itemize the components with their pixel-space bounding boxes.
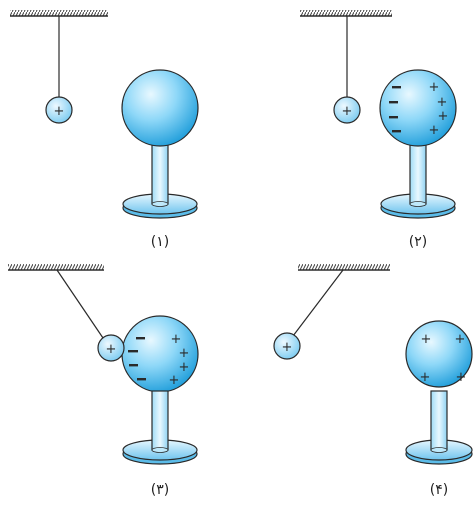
negative-charge — [137, 378, 146, 381]
induced-positive-charges: + + + + — [429, 80, 449, 138]
panel-1: + (۱) — [10, 10, 199, 250]
panel-caption: (۱) — [151, 234, 169, 250]
positive-charge: + — [171, 332, 182, 347]
surface-positive-charges: + + + + — [420, 332, 467, 385]
panel-3: + + + + + (۳) — [8, 264, 199, 498]
induced-negative-charges — [128, 337, 146, 381]
positive-charge: + — [437, 95, 448, 110]
pendulum-ball: + — [273, 332, 301, 360]
pendulum-string — [292, 269, 344, 337]
conductor-sphere — [405, 320, 473, 388]
pendulum-ball: + — [97, 334, 125, 362]
induced-negative-charges — [389, 86, 401, 133]
positive-charge: + — [455, 332, 466, 347]
pendulum-charge-sign: + — [282, 340, 293, 355]
negative-charge — [128, 350, 138, 353]
conductor-sphere — [121, 69, 199, 147]
panel-4: + + + + + (۴) — [273, 264, 473, 498]
positive-charge: + — [169, 373, 180, 388]
conductor-stand — [405, 390, 473, 465]
negative-charge — [392, 86, 401, 89]
positive-charge: + — [429, 123, 440, 138]
negative-charge — [389, 101, 398, 104]
negative-charge — [136, 337, 145, 340]
negative-charge — [392, 130, 401, 133]
ceiling-support — [10, 10, 108, 17]
negative-charge — [389, 116, 398, 119]
positive-charge: + — [179, 360, 190, 375]
panel-caption: (۳) — [151, 482, 169, 498]
conductor-stand — [122, 139, 198, 219]
panel-2: + + + + + (۲) — [300, 10, 457, 250]
pendulum-charge-sign: + — [106, 342, 117, 357]
positive-charge: + — [456, 370, 467, 385]
pendulum-ball: + — [333, 96, 361, 124]
ceiling-support — [298, 264, 390, 271]
conductor-stand — [380, 139, 456, 219]
positive-charge: + — [421, 332, 432, 347]
panel-caption: (۴) — [430, 482, 448, 498]
negative-charge — [129, 364, 138, 367]
pendulum-ball: + — [45, 96, 73, 124]
pendulum-charge-sign: + — [342, 104, 353, 119]
pendulum-charge-sign: + — [54, 104, 65, 119]
ceiling-support — [300, 10, 392, 17]
conductor-stand — [122, 390, 198, 465]
panel-caption: (۲) — [409, 234, 427, 250]
conductor-sphere — [379, 69, 457, 147]
positive-charge: + — [179, 346, 190, 361]
induced-positive-charges: + + + + — [169, 332, 190, 388]
positive-charge: + — [438, 109, 449, 124]
positive-charge: + — [429, 80, 440, 95]
pendulum-string — [56, 269, 104, 339]
ceiling-support — [8, 264, 104, 271]
positive-charge: + — [420, 370, 431, 385]
